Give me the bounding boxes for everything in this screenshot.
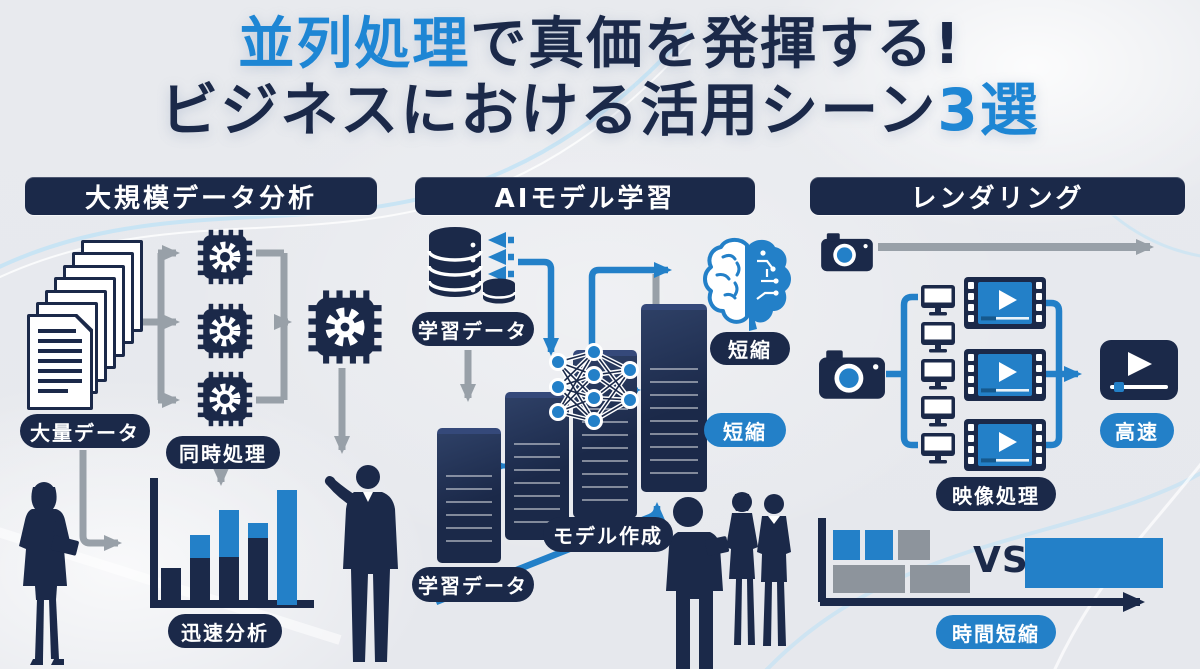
businesswoman-silhouette — [19, 482, 79, 665]
analysis-bar — [161, 568, 181, 605]
section-header-rendering: レンダリング — [810, 177, 1185, 215]
bigdata-to-chart-arrow — [79, 450, 122, 551]
monitor-icon — [921, 322, 955, 353]
time-block-blue — [1025, 538, 1163, 588]
video-player-icon — [1100, 340, 1178, 400]
label-shorten-blue: 短縮 — [704, 413, 786, 447]
analysis-bar — [190, 535, 210, 605]
render-merge-bracket — [1046, 299, 1063, 449]
label-rapid-analysis: 迅速分析 — [168, 614, 282, 648]
label-shorten-navy: 短縮 — [710, 332, 790, 365]
analysis-bar — [277, 490, 297, 605]
processor-chip-icon — [308, 290, 382, 364]
time-block-gray — [898, 530, 930, 560]
camera-icon — [821, 233, 873, 272]
camera-icon — [819, 350, 885, 399]
server-tower-icon — [641, 304, 707, 492]
label-high-speed: 高速 — [1100, 413, 1174, 448]
versus-text: VS — [973, 540, 1029, 581]
time-comparison-chart: VS — [818, 518, 1188, 610]
label-big-data: 大量データ — [20, 414, 150, 448]
title-accent-2: 3選 — [937, 76, 1040, 145]
neural-network-icon — [549, 343, 639, 430]
monitor-icon — [921, 359, 955, 390]
database-icon — [427, 227, 517, 304]
time-block-gray — [833, 565, 905, 593]
label-time-reduction: 時間短縮 — [936, 615, 1056, 649]
analysis-bar — [248, 523, 268, 605]
render-split-bracket — [900, 293, 918, 449]
label-simultaneous-processing: 同時処理 — [166, 436, 280, 469]
monitor-icon — [921, 285, 955, 316]
cpu-chip-icon — [197, 371, 253, 427]
page-title: 並列処理で真価を発揮する! ビジネスにおける活用シーン3選 — [0, 12, 1200, 143]
film-strip-icon — [964, 277, 1046, 329]
title-line-2: ビジネスにおける活用シーン3選 — [160, 76, 1040, 145]
title-line-1: 並列処理で真価を発揮する! — [238, 12, 962, 77]
time-block-blue — [833, 530, 860, 560]
section-header-ai-training: AIモデル学習 — [415, 177, 755, 215]
cpu-chip-icon — [197, 229, 253, 285]
chips-merge-bracket — [256, 249, 288, 404]
label-training-data-bottom: 学習データ — [412, 567, 534, 602]
time-block-blue — [865, 530, 893, 560]
monitor-icon — [921, 396, 955, 427]
analysis-bar-chart-bars — [161, 490, 313, 605]
section-header-data-analysis: 大規模データ分析 — [25, 177, 377, 215]
label-training-data-top: 学習データ — [412, 312, 534, 346]
film-strip-icon — [964, 419, 1046, 471]
businessman-pointing-silhouette — [324, 465, 398, 662]
time-block-gray — [910, 565, 970, 593]
label-video-processing: 映像処理 — [936, 477, 1056, 511]
ai-brain-icon — [703, 238, 791, 331]
label-model-creation: モデル作成 — [543, 517, 673, 552]
cpu-chip-icon — [197, 303, 253, 359]
title-accent-1: 並列処理 — [238, 12, 471, 77]
document-stack-icon — [26, 236, 178, 412]
film-strip-icon — [964, 349, 1046, 401]
analysis-bar — [219, 510, 239, 605]
businesspeople-group-silhouette — [666, 492, 791, 669]
server-tower-icon — [437, 428, 501, 563]
monitor-icon — [921, 433, 955, 464]
